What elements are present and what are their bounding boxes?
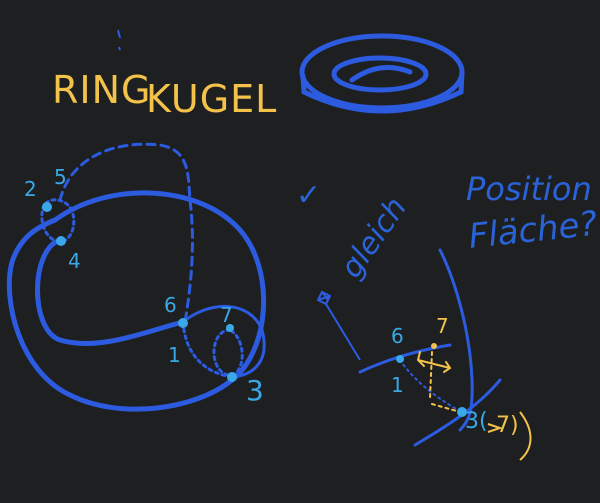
label-5: 5: [54, 165, 67, 189]
right-label-3: 3(: [465, 409, 488, 434]
torus-drawing: [299, 33, 465, 114]
point-7: [226, 324, 234, 332]
title-ring: RING: [52, 68, 151, 112]
label-3: 3: [246, 374, 264, 407]
label-7: 7: [220, 303, 233, 327]
closing-paren: [519, 411, 532, 461]
right-label-1: 1: [391, 373, 404, 397]
local-view: [358, 248, 502, 447]
sphere-points: [42, 202, 237, 382]
title-kugel: KUGEL: [146, 77, 277, 121]
note-flaeche: Fläche?: [467, 204, 600, 257]
point-2: [42, 202, 52, 212]
yellow-arrow-icon: [487, 423, 504, 433]
right-label-3-tail: 7): [496, 413, 519, 438]
point-4: [56, 236, 66, 246]
note-gleich: gleich: [334, 191, 414, 285]
right-point-7: [431, 343, 437, 349]
right-label-6: 6: [391, 324, 404, 348]
hand-sketch: [316, 290, 361, 361]
label-1: 1: [168, 343, 181, 367]
right-label-7: 7: [436, 314, 449, 338]
label-6: 6: [164, 293, 177, 317]
label-4: 4: [68, 249, 81, 273]
checkmark: ✓: [296, 178, 321, 213]
stray-mark: [117, 29, 121, 51]
note-position: Position: [466, 170, 592, 208]
sphere-diagram: [6, 142, 267, 412]
right-point-3: [457, 407, 467, 417]
right-point-6: [396, 355, 404, 363]
point-3: [227, 372, 237, 382]
label-2: 2: [24, 177, 37, 201]
point-6: [178, 318, 188, 328]
